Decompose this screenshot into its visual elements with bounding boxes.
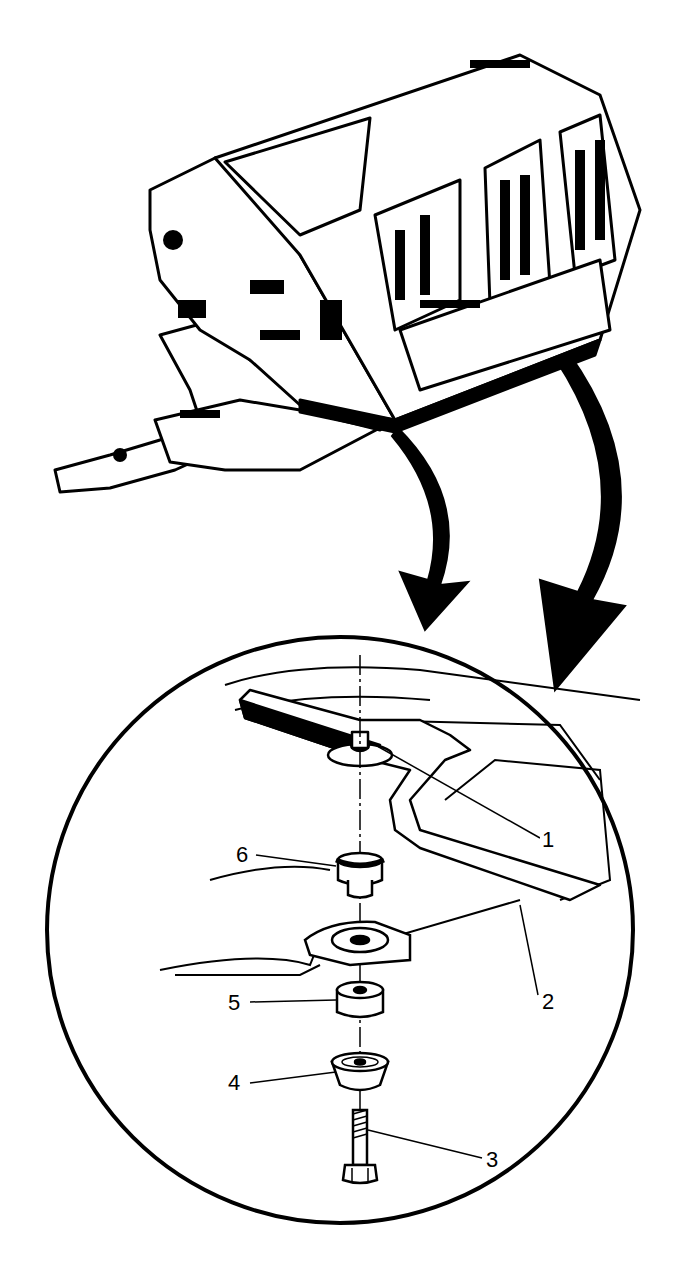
leader-line [250, 742, 540, 1158]
mount-detail [160, 667, 640, 975]
callout-number: 5 [226, 991, 242, 1015]
callout-number: 1 [540, 828, 556, 852]
callout-number: 3 [484, 1148, 500, 1172]
detail-circle [47, 637, 633, 1223]
cab-body [55, 55, 640, 492]
lower-cushion [337, 982, 383, 1017]
retainer-washer [332, 1053, 388, 1090]
pointer-arrow [392, 352, 625, 690]
cab-bracket [240, 690, 600, 900]
cab-details [113, 60, 605, 462]
frame-bracket [305, 922, 410, 965]
callout-number: 2 [540, 990, 556, 1014]
upper-cushion [336, 853, 384, 898]
callout-number: 6 [234, 843, 250, 867]
mount-bolt [343, 1110, 377, 1183]
callout-number: 4 [226, 1071, 242, 1095]
